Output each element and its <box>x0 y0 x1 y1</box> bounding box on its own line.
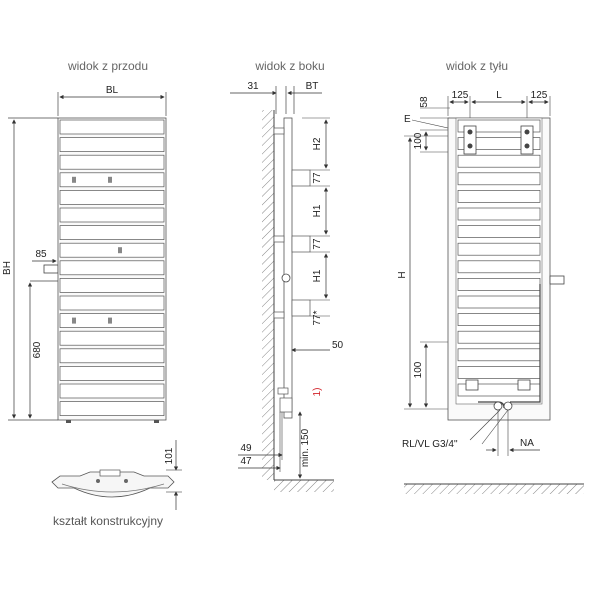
floor-hatch <box>274 480 334 492</box>
back-bar <box>457 225 541 238</box>
label-E: E <box>404 114 411 125</box>
front-bar <box>59 242 165 258</box>
construction-section: 101 kształt konstrukcyjny <box>51 440 182 528</box>
front-bar-mark <box>72 317 76 324</box>
dim-680: 680 <box>32 341 43 358</box>
front-view-title: widok z przodu <box>67 59 148 73</box>
wall-hatch <box>262 110 274 480</box>
back-bar <box>457 278 541 291</box>
valve-connector <box>43 264 59 274</box>
back-bar <box>457 295 541 309</box>
back-floor-hatch <box>404 484 584 494</box>
back-view-title: widok z tyłu <box>445 59 508 73</box>
front-bar <box>59 278 165 293</box>
connection-label: RL/VL G3/4'' <box>402 439 458 450</box>
back-bar <box>457 260 541 274</box>
dim-50: 50 <box>332 340 344 351</box>
dim-125-left: 125 <box>452 90 469 101</box>
dim-min-150: min. 150 <box>300 428 311 467</box>
dim-77-b: 77 <box>312 238 323 250</box>
back-bar <box>457 137 541 150</box>
back-bar <box>457 348 541 362</box>
front-bar <box>59 401 165 416</box>
back-bar <box>457 154 541 168</box>
side-view: 31 BT H2 77 H1 77 <box>230 81 344 492</box>
dim-58: 58 <box>419 96 430 108</box>
dim-H1-a: H1 <box>312 204 323 217</box>
front-bar <box>59 190 165 205</box>
dim-125-right: 125 <box>531 90 548 101</box>
side-view-title: widok z boku <box>254 59 324 73</box>
section-profile <box>51 471 175 498</box>
dim-NA: NA <box>520 438 534 449</box>
front-bar <box>59 330 165 346</box>
front-bar <box>59 383 165 399</box>
mount-bracket-right <box>520 125 534 155</box>
back-bar <box>457 242 541 256</box>
dim-77-star: 77* <box>312 310 323 325</box>
mount-bracket-left <box>463 125 477 155</box>
front-bar <box>59 207 165 223</box>
front-bar-mark <box>118 247 122 254</box>
back-view: 125 L 125 58 E 100 H 100 <box>397 90 584 494</box>
back-bar <box>457 172 541 186</box>
back-bar <box>457 313 541 326</box>
dim-BL: BL <box>106 85 119 96</box>
dim-49: 49 <box>240 443 252 454</box>
front-bar-mark <box>72 176 76 183</box>
section-caption: kształt konstrukcyjny <box>53 514 163 528</box>
front-bar <box>59 348 165 364</box>
side-valve <box>549 275 565 285</box>
back-bar <box>457 190 541 203</box>
front-bar <box>59 119 165 135</box>
dim-H1-b: H1 <box>312 269 323 282</box>
dim-BH: BH <box>2 261 13 275</box>
back-bar <box>457 119 541 133</box>
dim-85: 85 <box>35 249 47 260</box>
dim-77-a: 77 <box>312 172 323 184</box>
footnote-1: 1) <box>312 388 323 397</box>
dim-47: 47 <box>240 456 252 467</box>
front-panel-bars <box>59 119 165 416</box>
front-bar-mark <box>108 176 112 183</box>
dim-100-bottom: 100 <box>413 361 424 378</box>
front-view: BL BH 680 85 <box>2 85 167 423</box>
back-bar <box>457 330 541 344</box>
dim-BT: BT <box>306 81 319 92</box>
dim-L: L <box>496 90 502 101</box>
front-bar <box>59 137 165 152</box>
dim-101: 101 <box>164 447 175 464</box>
back-bar <box>457 366 541 379</box>
front-bar <box>59 154 165 170</box>
back-bar <box>457 207 541 221</box>
front-bar <box>59 260 165 276</box>
front-bar <box>59 366 165 381</box>
front-bar <box>59 225 165 240</box>
dim-31: 31 <box>247 81 259 92</box>
side-radiator-profile <box>283 117 293 419</box>
dim-100-top: 100 <box>413 132 424 149</box>
dim-H: H <box>397 271 408 278</box>
front-bar <box>59 295 165 311</box>
front-bar-mark <box>108 317 112 324</box>
dim-H2: H2 <box>312 137 323 150</box>
back-panel-bars <box>457 119 541 397</box>
